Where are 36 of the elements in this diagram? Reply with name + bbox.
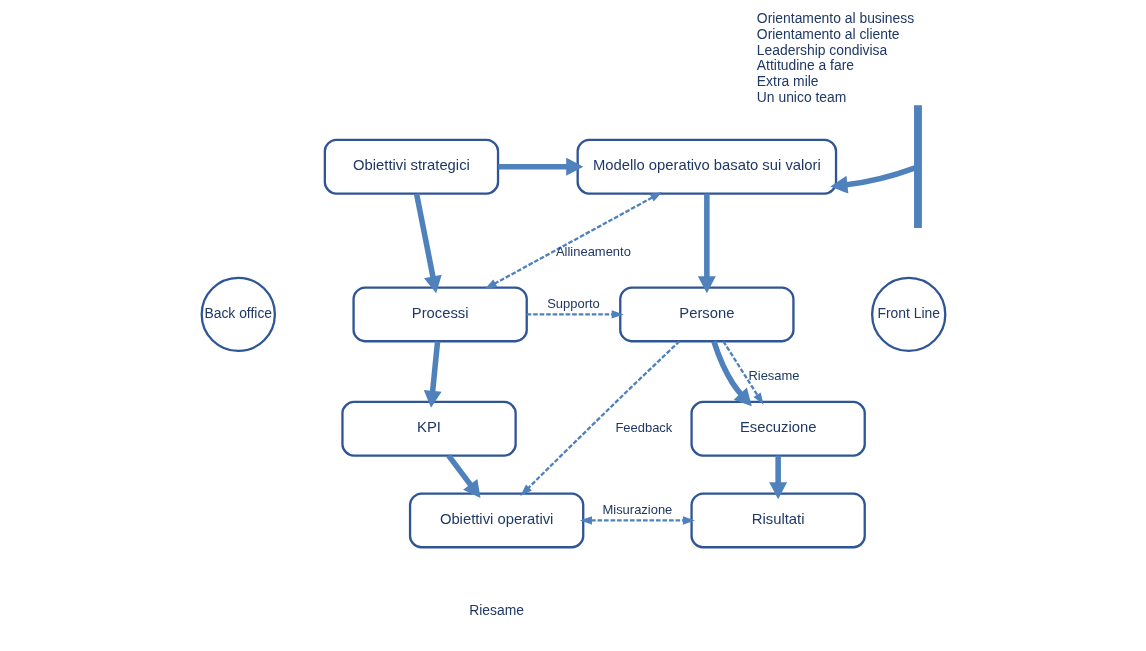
node-label: Orientamento al cliente [756, 25, 900, 42]
edge-label: Feedback [614, 420, 672, 436]
edge-label: Allineamento [555, 243, 631, 259]
arrow [697, 193, 716, 294]
node-box: Modello operativo basato sui valori [576, 138, 837, 195]
edge-label: Supporto [546, 296, 600, 312]
node-box: Esecuzione [689, 400, 866, 457]
arrow [829, 165, 916, 194]
node-box: Obiettivi operativi [408, 492, 584, 549]
arrow [445, 454, 480, 499]
arrow [484, 192, 662, 290]
arrow [526, 310, 624, 319]
node-label: Un unico team [756, 88, 846, 105]
node-label: Orientamento al business [756, 10, 914, 27]
node-box: KPI [340, 400, 517, 457]
node-box: Processi [351, 286, 528, 343]
arrow [423, 341, 442, 408]
node-circle: Front Line [870, 276, 946, 353]
node-label: Extra mile [756, 73, 819, 90]
edge-label: Misurazione [601, 502, 672, 518]
arrow [721, 340, 764, 405]
node-box: Obiettivi strategici [323, 138, 499, 195]
arrow [768, 455, 787, 500]
node-box: Risultati [689, 492, 866, 549]
arrow [413, 193, 442, 294]
arrow [579, 516, 695, 525]
node-label: Attitudine a fare [756, 57, 854, 74]
node-circle: Back office [200, 276, 276, 353]
edge-label: Riesame [747, 367, 800, 383]
node-bar [913, 105, 922, 229]
node-box: Persone [618, 286, 795, 343]
node-label: Leadership condivisa [756, 41, 887, 58]
label: Riesame [468, 602, 524, 619]
arrow [519, 340, 680, 496]
arrow [710, 340, 752, 407]
arrow [497, 157, 583, 176]
